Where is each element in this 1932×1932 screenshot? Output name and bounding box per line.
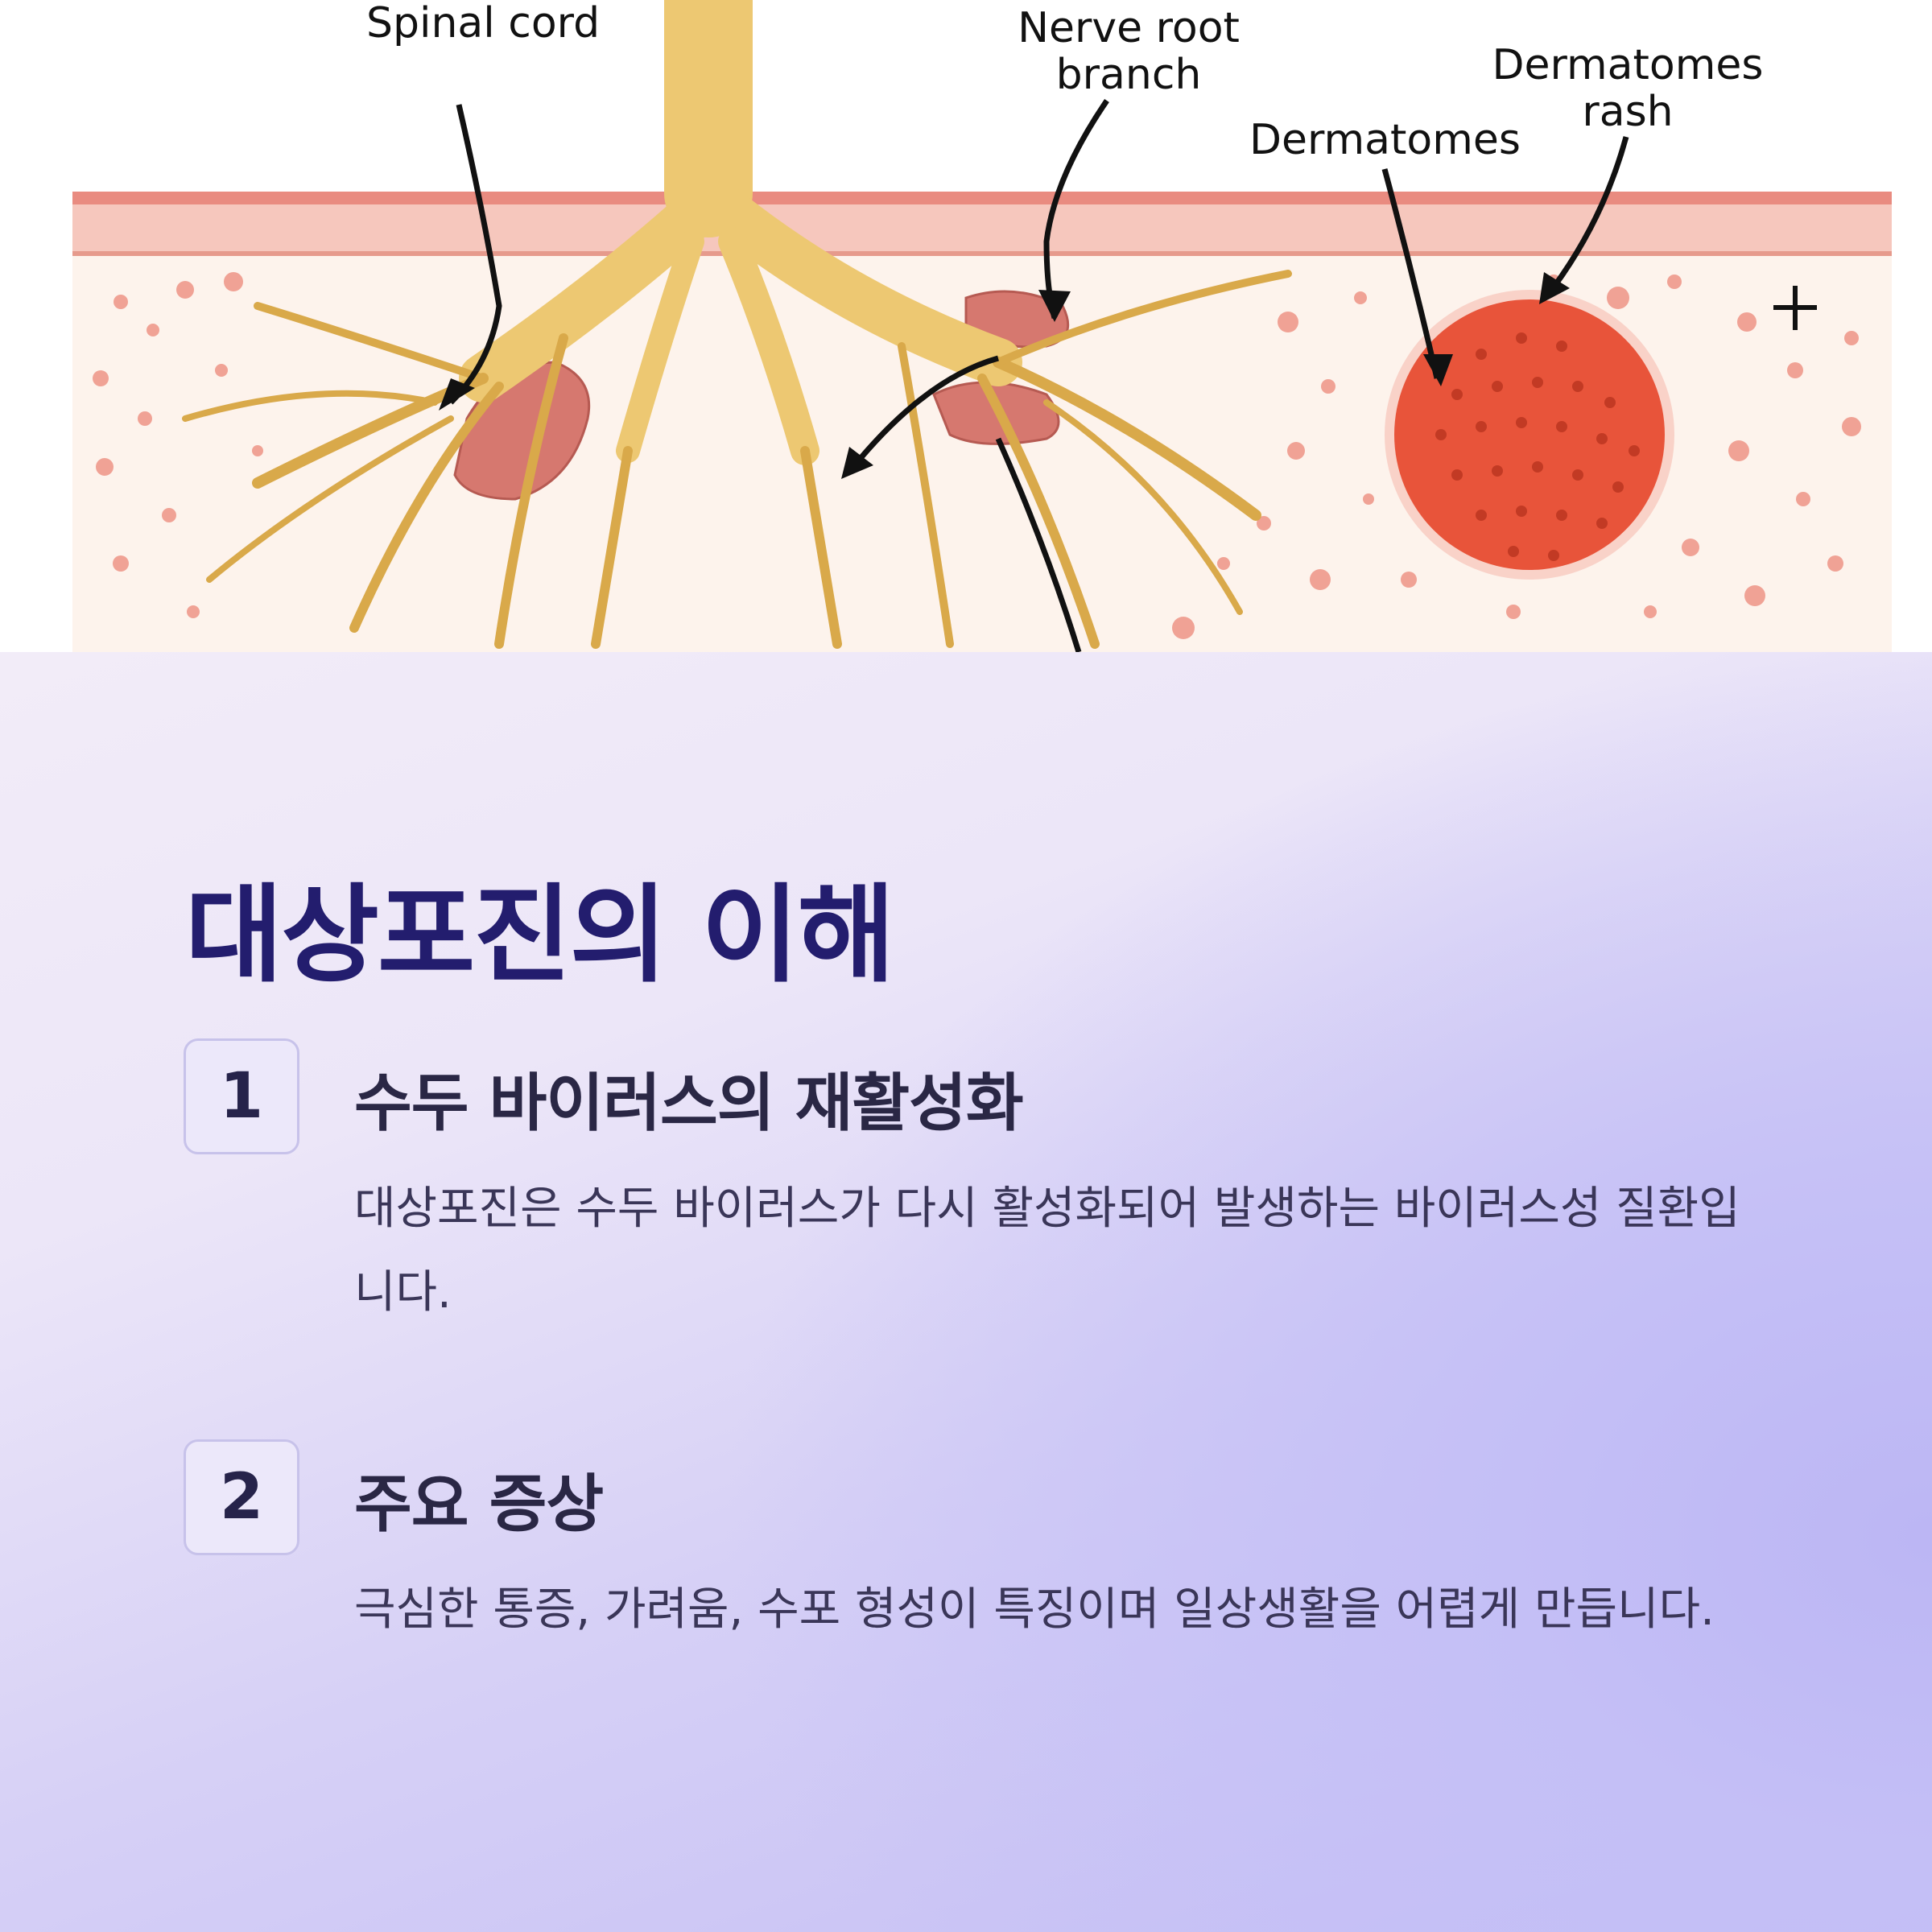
skin-dots [93, 272, 1861, 639]
label-nerve-root-branch: Nerve root branch [1018, 4, 1240, 99]
item-number-badge: 1 [184, 1038, 299, 1154]
skin-top-line [72, 192, 1892, 204]
rash-spots [1435, 332, 1640, 561]
item-title: 주요 증상 [354, 1468, 604, 1541]
dermatome-rash [1394, 299, 1665, 570]
nerve-diagram [72, 0, 1892, 652]
page-title: 대상포진의 이해 [185, 873, 895, 997]
arrow-heads [439, 272, 1570, 479]
item-description: 극심한 통증, 가려움, 수포 형성이 특징이며 일상생활을 어렵게 만듭니다. [354, 1583, 1715, 1636]
item-description: 대상포진은 수두 바이러스가 다시 활성화되어 발생하는 바이러스성 질환입니다… [354, 1183, 1740, 1319]
label-dermatomes: Dermatomes [1249, 116, 1521, 164]
item-number-badge: 2 [184, 1439, 299, 1555]
plus-icon [1773, 286, 1817, 330]
label-spinal-cord: Spinal cord [366, 0, 601, 47]
label-dermatomes-rash: Dermatomes rash [1492, 41, 1764, 136]
skin-epidermis [72, 204, 1892, 251]
nerve-tree [182, 0, 1292, 649]
content-panel: 대상포진의 이해 1 수두 바이러스의 재활성화 대상포진은 수두 바이러스가 … [0, 652, 1932, 1932]
label-arrows [448, 99, 1629, 652]
item-title: 수두 바이러스의 재활성화 [354, 1067, 1024, 1140]
nerve-illustration: Spinal cord Nerve root branch Dermatomes… [0, 0, 1932, 652]
